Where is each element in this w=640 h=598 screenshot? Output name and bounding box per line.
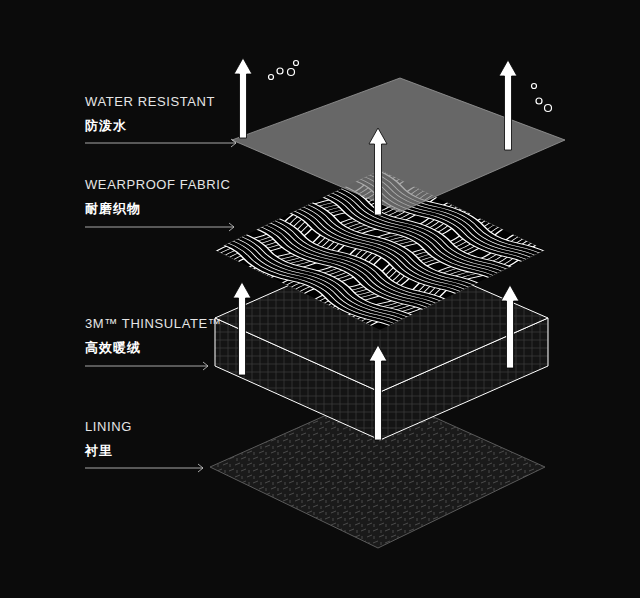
layer-label: WEARPROOF FABRIC	[85, 178, 230, 193]
layer-label: WATER RESISTANT	[85, 95, 215, 110]
layer-label: 3M™ THINSULATE™	[85, 317, 221, 332]
water-bubbles	[269, 61, 552, 112]
layer-label: LINING	[85, 420, 132, 435]
layer-label: 衬里	[85, 444, 113, 459]
up-arrows	[233, 58, 519, 440]
layer-label: 高效暖绒	[85, 341, 141, 356]
leader-lines	[85, 139, 236, 472]
water-layer	[232, 78, 565, 212]
layer-label: 防泼水	[85, 119, 127, 134]
layer-label: 耐磨织物	[85, 202, 141, 217]
